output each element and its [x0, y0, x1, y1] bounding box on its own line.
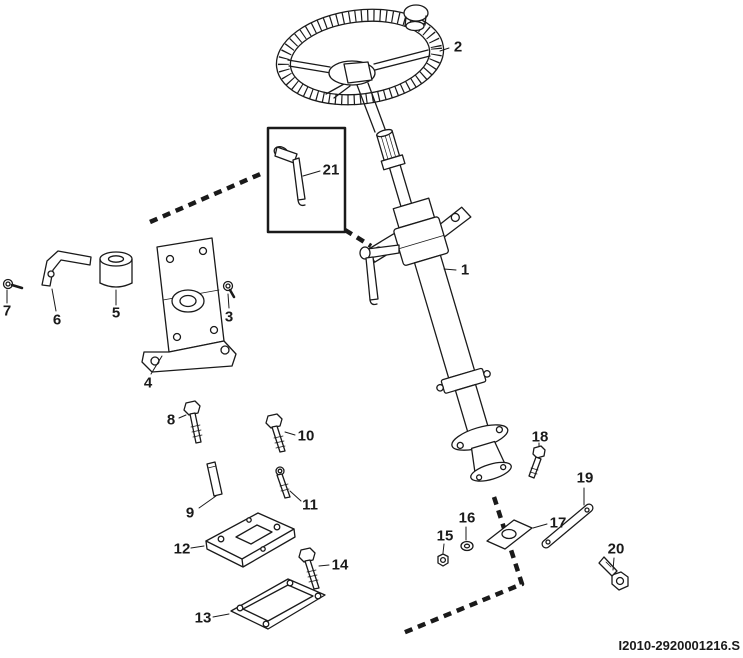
bolt-7: [2, 278, 24, 290]
bolt-3: [222, 280, 236, 299]
tilt-lever-installed: [359, 244, 400, 306]
spacer-9: [206, 461, 223, 497]
strap-bracket: [41, 250, 92, 287]
column-tube: [413, 254, 476, 379]
support-plate: [205, 512, 296, 568]
wheel-spoke-left: [287, 59, 332, 74]
gasket: [230, 578, 326, 630]
shaft: [388, 164, 413, 208]
tilt-lever-detail: [273, 146, 306, 207]
cushion: [99, 251, 133, 288]
bolt-18: [528, 445, 546, 479]
column-axis-dashed-line: [402, 496, 525, 636]
bolt-20: [598, 556, 629, 591]
bolt-8: [183, 400, 203, 444]
bolt-14: [298, 547, 320, 590]
bolt-11: [275, 466, 291, 499]
mount-bracket: [141, 237, 237, 373]
bolt-10: [265, 413, 286, 453]
strap-bar-19: [541, 503, 594, 549]
detail-reference-dashed-line: [149, 169, 373, 248]
washer-16: [460, 540, 474, 552]
nut-15: [437, 553, 449, 567]
steering-shaft-upper: [356, 82, 386, 133]
detail-box: [266, 126, 347, 234]
wheel-spoke-right: [373, 49, 431, 71]
steering-wheel: [275, 4, 445, 106]
wheel-spoke-lower: [325, 83, 351, 99]
rim-grip-hatching: [277, 9, 443, 106]
horn-cap: [403, 4, 429, 22]
clamp-plate-17: [486, 519, 533, 550]
leader-lines: [6, 47, 615, 618]
diagram-code: I2010-2920001216.S: [618, 638, 740, 653]
steering-column-assembly: [367, 128, 512, 482]
bracket-base-flange: [141, 340, 237, 373]
